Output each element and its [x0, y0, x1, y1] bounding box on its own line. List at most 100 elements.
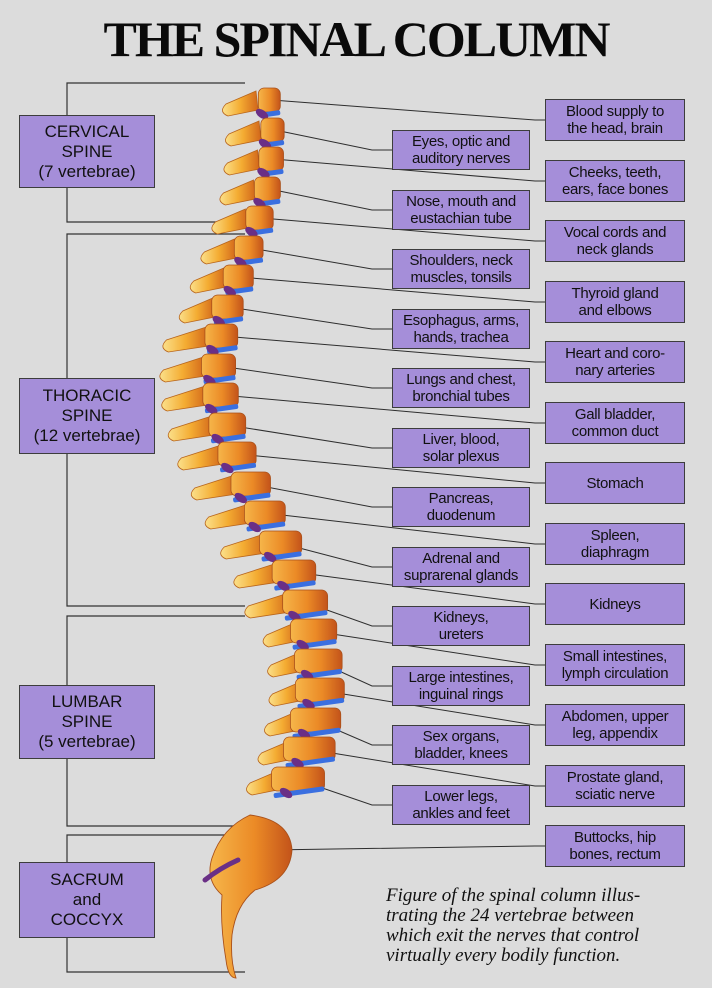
leader-line [221, 394, 545, 424]
leader-line [307, 748, 545, 787]
vertebra [204, 323, 239, 349]
region-label: SACRUM and COCCYX [19, 862, 155, 938]
region-label: CERVICAL SPINE (7 vertebrae) [19, 115, 155, 188]
nerve-root [302, 698, 315, 710]
nerve-root [203, 374, 216, 386]
nerve-root [264, 551, 277, 563]
leader-line [269, 188, 392, 211]
vertebra [202, 382, 239, 408]
vertebra [244, 500, 286, 526]
nerve-root [223, 285, 236, 297]
nerve-root [258, 138, 272, 150]
leader-line [250, 247, 392, 270]
leader-line [227, 424, 392, 449]
vertebra [230, 471, 271, 497]
organ-label: Cheeks, teeth, ears, face bones [545, 160, 685, 202]
sacrum-coccyx [209, 814, 293, 979]
nerve-root [211, 433, 224, 445]
vertebra [290, 618, 338, 644]
vertebra [259, 530, 303, 556]
vertebra [217, 441, 257, 467]
nerve-root [291, 757, 304, 769]
leader-line [228, 306, 392, 330]
vertebra [289, 707, 342, 733]
organ-label: Prostate gland, sciatic nerve [545, 765, 685, 807]
leader-line [222, 335, 545, 363]
organ-label: Large intestines, inguinal rings [392, 666, 530, 706]
organ-label: Stomach [545, 462, 685, 504]
nerve-root [205, 403, 218, 415]
spine-illustration [159, 87, 345, 979]
organ-label: Abdomen, upper leg, appendix [545, 704, 685, 746]
nerve-root [255, 108, 269, 120]
spinous-process [159, 356, 206, 383]
region-label: LUMBAR SPINE (5 vertebrae) [19, 685, 155, 759]
organ-label: Small intestines, lymph circulation [545, 644, 685, 686]
leader-line [261, 217, 545, 242]
spinous-process [222, 90, 259, 117]
nerve-root [234, 492, 247, 504]
nerve-root [221, 462, 234, 474]
nerve-leader-lines [219, 99, 545, 851]
vertebra [294, 677, 345, 703]
vertebra [271, 559, 317, 585]
spinous-process [161, 385, 208, 412]
vertebra [282, 589, 329, 615]
nerve-root [206, 344, 219, 356]
vertebra [294, 648, 343, 674]
leader-line [237, 453, 545, 484]
vertebra [258, 146, 284, 172]
organ-label: Kidneys, ureters [392, 606, 530, 646]
spinous-process [233, 562, 280, 589]
nerve-root [300, 669, 314, 681]
figure-caption: Figure of the spinal column illus- trati… [386, 885, 641, 966]
organ-label: Liver, blood, solar plexus [392, 428, 530, 468]
organ-label: Adrenal and suprarenal glands [392, 547, 530, 587]
nerve-root [212, 315, 225, 327]
vertebra [233, 235, 264, 261]
region-label: THORACIC SPINE (12 vertebrae) [19, 378, 155, 454]
nerve-root [297, 728, 311, 740]
vertebra [253, 176, 281, 202]
organ-label: Lungs and chest, bronchial tubes [392, 368, 530, 408]
organ-label: Blood supply to the head, brain [545, 99, 685, 141]
spinous-process [190, 474, 238, 501]
spinous-process [189, 267, 227, 294]
vertebra [260, 117, 285, 143]
organ-label: Esophagus, arms, hands, trachea [392, 309, 530, 349]
spinous-process [223, 149, 260, 176]
nerve-root [253, 197, 266, 209]
organ-label: Shoulders, neck muscles, tonsils [392, 249, 530, 289]
leader-line [274, 129, 392, 151]
organ-label: Nose, mouth and eustachian tube [392, 190, 530, 230]
organ-label: Kidneys [545, 583, 685, 625]
nerve-root [277, 580, 290, 592]
nerve-root [288, 610, 301, 622]
leader-line [273, 158, 545, 182]
spinous-process [219, 179, 256, 206]
leader-line [219, 365, 392, 389]
leader-line [250, 483, 392, 508]
leader-line [293, 571, 545, 605]
spinous-process [162, 326, 209, 353]
leader-line [269, 845, 545, 851]
organ-label: Heart and coro- nary arteries [545, 341, 685, 383]
leader-line [264, 512, 545, 545]
spinous-process [262, 621, 300, 648]
vertebra [222, 264, 254, 290]
organ-label: Sex organs, bladder, knees [392, 725, 530, 765]
sacral-nerve [202, 857, 241, 883]
spinous-process [178, 297, 216, 324]
nerve-root [248, 521, 261, 533]
nerve-root [257, 167, 270, 179]
leader-line [280, 542, 392, 568]
vertebra [245, 205, 274, 231]
vertebra [211, 294, 244, 320]
spinous-process [225, 120, 262, 147]
leader-line [318, 689, 545, 726]
spinous-process [167, 415, 215, 442]
nerve-root [296, 639, 309, 651]
nerve-root [234, 256, 247, 268]
spinous-process [200, 238, 237, 265]
